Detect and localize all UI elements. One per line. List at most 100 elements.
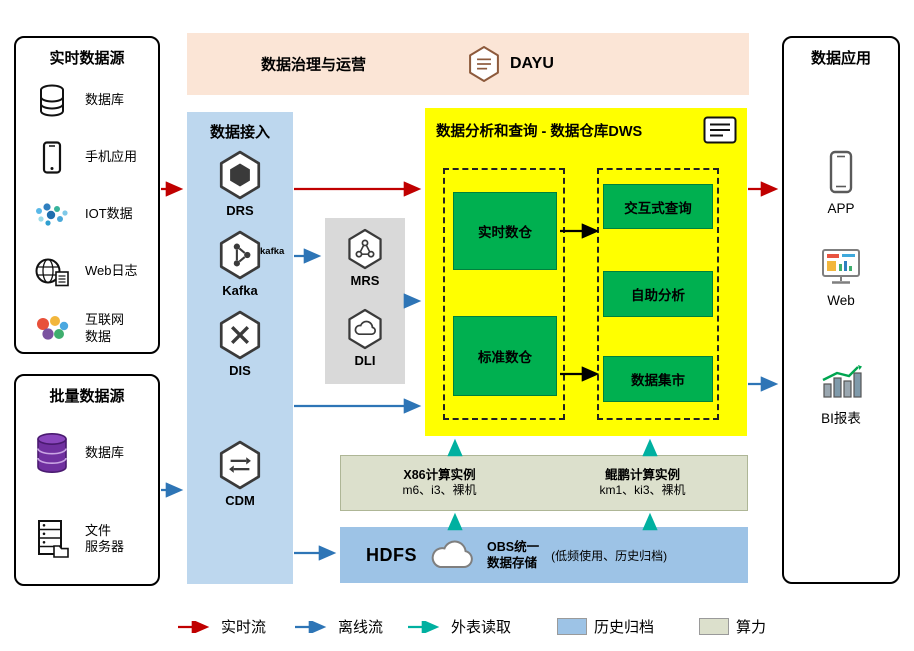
dayu-hexagon-icon [469,45,499,83]
dws-panel: 数据分析和查询 - 数据仓库DWS 实时数仓 标准数仓 交互式查询 自助分析 数… [425,108,747,436]
database-purple-icon [29,431,75,475]
service-name: DLI [354,353,376,368]
kafka-badge: kafka [260,246,285,257]
app-item-label: APP [827,201,855,216]
teal-arrow-icon [408,620,440,633]
app-item-bi-report: BI报表 [784,364,898,427]
service-name: MRS [350,273,380,288]
document-icon [703,116,737,144]
service-name: DIS [229,363,251,378]
source-item-label: 文件 服务器 [85,522,125,554]
archive-swatch [557,618,587,635]
legend-label: 历史归档 [594,619,655,636]
legend-item-compute: 算力 [699,616,766,637]
applications-panel: 数据应用 APP Web [782,36,900,584]
service-name: DRS [226,203,254,218]
data-access-panel: 数据接入 DRS Kafka kafka [187,112,293,584]
compute-group-title: X86计算实例 [403,468,476,483]
dws-analysis-group [597,168,719,420]
batch-sources-panel: 批量数据源 数据库 [14,374,160,586]
file-server-icon [29,519,75,559]
app-item-web: Web [784,248,898,308]
compute-group-detail: km1、ki3、裸机 [599,483,686,498]
source-item-database: 数据库 [16,72,158,129]
service-dli: DLI [325,308,405,368]
database-icon [29,84,75,118]
cdm-hexagon-icon [219,440,261,490]
module-data-mart: 数据集市 [603,356,713,402]
service-cdm: CDM [187,440,293,508]
internet-icon [29,314,75,344]
legend-label: 离线流 [338,619,384,636]
red-arrow-icon [178,620,210,633]
service-name: CDM [225,493,255,508]
batch-sources-title: 批量数据源 [49,388,125,405]
module-standard-warehouse: 标准数仓 [453,316,557,396]
source-item-iot-data: IOT数据 [16,186,158,243]
service-drs: DRS [187,150,293,218]
blue-arrow-icon [295,620,327,633]
source-item-label: Web日志 [85,263,138,279]
applications-title: 数据应用 [810,50,871,67]
module-interactive-query: 交互式查询 [603,184,713,229]
web-log-icon [29,257,75,287]
compute-group-title: 鲲鹏计算实例 [604,468,680,483]
staging-panel: MRS DLI [325,218,405,384]
source-item-label: 数据库 [85,444,125,460]
service-name: Kafka [222,283,258,298]
bi-report-icon [822,365,862,398]
legend-item-external-read: 外表读取 [406,616,511,637]
legend-label: 外表读取 [451,619,512,636]
obs-note: (低频使用、历史归档) [551,548,668,563]
source-item-file-server: 文件 服务器 [16,496,158,582]
compute-swatch [699,618,729,635]
obs-label: OBS统一 数据存储 [487,539,540,570]
obs-cloud-icon [431,540,473,568]
drs-hexagon-icon [219,150,261,200]
source-item-label: 数据库 [85,92,125,108]
source-item-label: 互联网 数据 [85,312,125,344]
source-item-mobile-app: 手机应用 [16,129,158,186]
source-item-internet-data: 互联网 数据 [16,300,158,357]
dayu-label: DAYU [510,55,554,72]
realtime-sources-title: 实时数据源 [49,50,125,67]
dws-warehouse-group [443,168,565,420]
realtime-source-list: 数据库 手机应用 [16,72,158,357]
legend-item-realtime-flow: 实时流 [176,616,266,637]
app-item-label: Web [827,293,855,308]
dws-title: 数据分析和查询 - 数据仓库DWS [436,123,643,140]
legend: 实时流 离线流 外表读取 历史归档 算力 [0,612,914,646]
storage-strip: HDFS OBS统一 数据存储 (低频使用、历史归档) [340,527,748,583]
governance-title: 数据治理与运营 [261,56,367,74]
app-phone-icon [829,150,853,194]
kafka-hexagon-icon [219,230,261,280]
legend-label: 算力 [736,619,767,636]
source-item-label: IOT数据 [85,206,133,222]
governance-bar: 数据治理与运营 DAYU [187,33,749,95]
compute-group-x86: X86计算实例 m6、i3、裸机 [402,467,476,499]
compute-group-kunpeng: 鲲鹏计算实例 km1、ki3、裸机 [599,467,685,499]
service-dis: DIS [187,310,293,378]
dis-hexagon-icon [219,310,261,360]
app-item-label: BI报表 [821,411,861,426]
service-mrs: MRS [325,228,405,288]
mobile-icon [29,141,75,174]
source-item-web-log: Web日志 [16,243,158,300]
source-item-database: 数据库 [16,410,158,496]
hdfs-label: HDFS [366,544,417,565]
dayu-product: DAYU [467,45,554,83]
realtime-sources-panel: 实时数据源 数据库 [14,36,160,354]
dli-hexagon-icon [348,308,382,350]
app-item-app: APP [784,150,898,216]
module-self-service-analysis: 自助分析 [603,271,713,317]
legend-item-history-archive: 历史归档 [557,616,654,637]
compute-strip: X86计算实例 m6、i3、裸机 鲲鹏计算实例 km1、ki3、裸机 [340,455,748,511]
iot-icon [29,201,75,229]
data-access-title: 数据接入 [209,124,270,141]
mrs-hexagon-icon [348,228,382,270]
web-app-icon [822,249,860,284]
legend-label: 实时流 [221,619,267,636]
module-realtime-warehouse: 实时数仓 [453,192,557,270]
compute-group-detail: m6、i3、裸机 [402,483,477,498]
